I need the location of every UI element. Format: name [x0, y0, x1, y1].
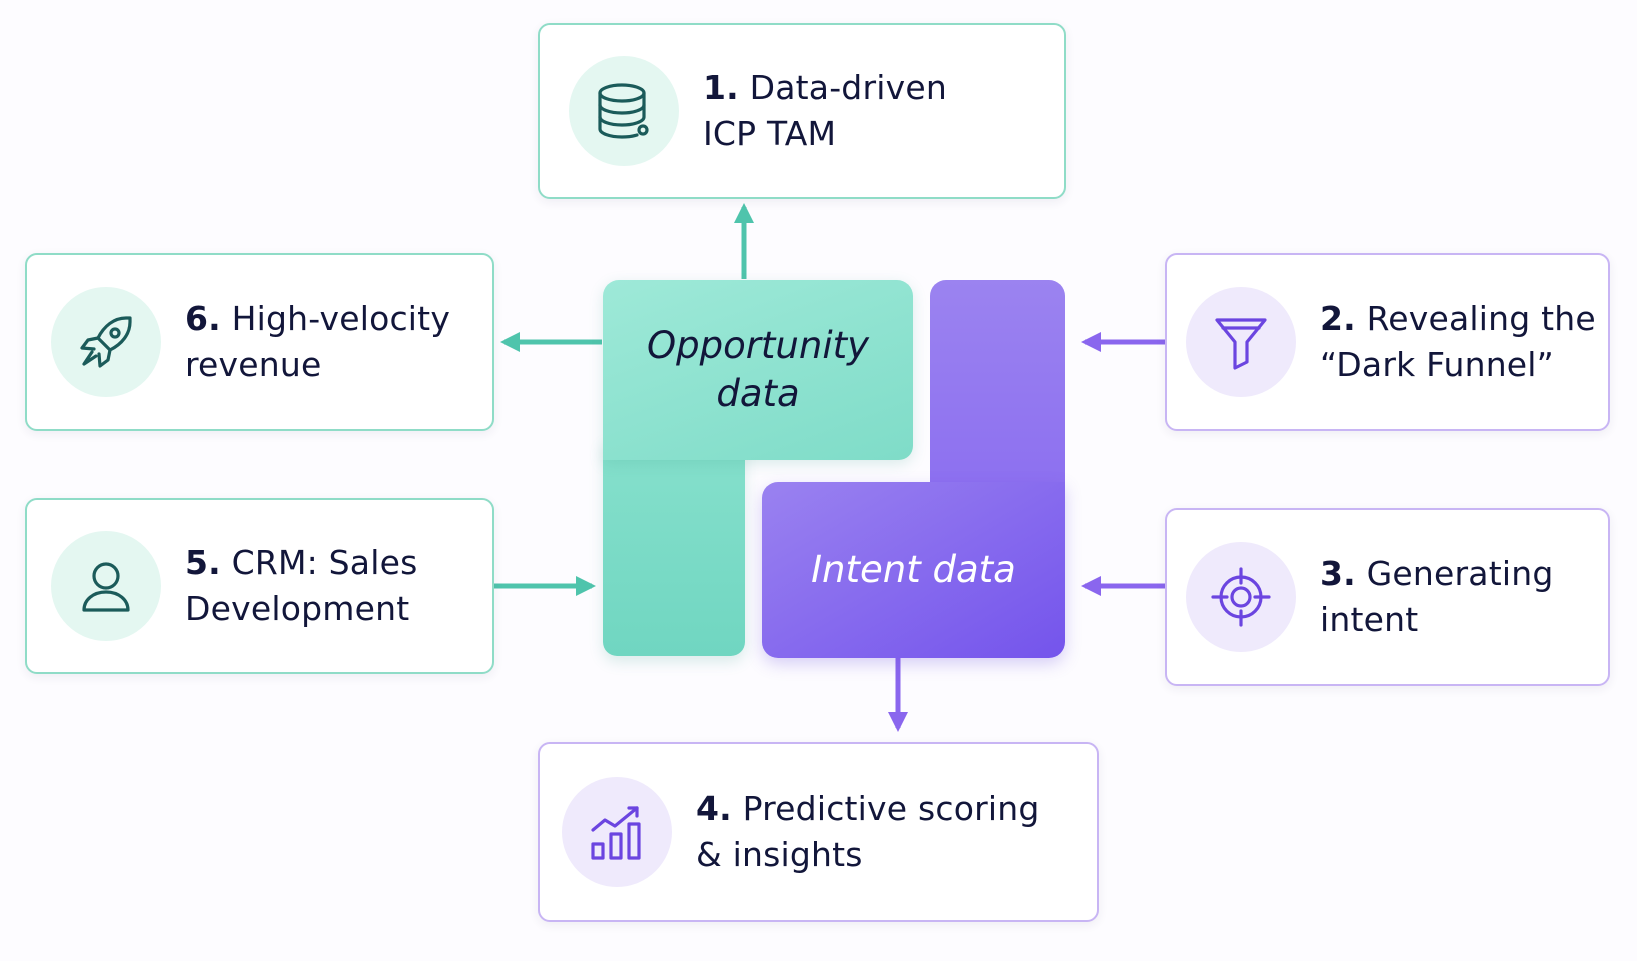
card-2-line2: “Dark Funnel”: [1320, 345, 1554, 384]
card-5-line2: Development: [185, 589, 410, 628]
card-6-text: 6. High-velocity revenue: [185, 296, 450, 388]
card-revealing-dark-funnel: 2. Revealing the “Dark Funnel”: [1165, 253, 1610, 431]
database-icon: [598, 83, 649, 139]
card-2-line1: Revealing the: [1366, 299, 1596, 338]
intent-data-label: Intent data: [811, 548, 1016, 591]
card-4-line2: & insights: [696, 835, 863, 874]
funnel-icon-circle: [1186, 287, 1296, 397]
opportunity-data-shape-stem: [603, 440, 745, 656]
opportunity-data-label: Opportunity data: [646, 324, 870, 415]
card-5-text: 5. CRM: Sales Development: [185, 540, 418, 632]
opportunity-data-block: Opportunity data: [603, 280, 913, 460]
card-1-line1: Data-driven: [749, 68, 947, 107]
database-icon-circle: [569, 56, 679, 166]
card-predictive-scoring-insights: 4. Predictive scoring & insights: [538, 742, 1099, 922]
card-2-number: 2.: [1320, 299, 1356, 338]
card-generating-intent: 3. Generating intent: [1165, 508, 1610, 686]
card-5-line1: CRM: Sales: [231, 543, 418, 582]
intent-data-block: Intent data: [762, 482, 1065, 658]
card-1-text: 1. Data-driven ICP TAM: [703, 65, 947, 157]
card-1-line2: ICP TAM: [703, 114, 837, 153]
user-icon: [82, 562, 130, 612]
bar-chart-growth-icon: [591, 806, 641, 860]
target-icon-circle: [1186, 542, 1296, 652]
card-5-number: 5.: [185, 543, 221, 582]
card-3-text: 3. Generating intent: [1320, 551, 1553, 643]
bar-chart-growth-icon-circle: [562, 777, 672, 887]
intent-data-shape-top: [930, 280, 1065, 500]
card-2-text: 2. Revealing the “Dark Funnel”: [1320, 296, 1596, 388]
card-4-number: 4.: [696, 789, 732, 828]
card-4-line1: Predictive scoring: [742, 789, 1040, 828]
rocket-icon-circle: [51, 287, 161, 397]
card-high-velocity-revenue: 6. High-velocity revenue: [25, 253, 494, 431]
card-6-number: 6.: [185, 299, 221, 338]
rocket-icon: [80, 316, 132, 368]
funnel-icon: [1215, 318, 1267, 370]
card-crm-sales-development: 5. CRM: Sales Development: [25, 498, 494, 674]
card-data-driven-icp-tam: 1. Data-driven ICP TAM: [538, 23, 1066, 199]
target-icon: [1211, 567, 1271, 627]
card-4-text: 4. Predictive scoring & insights: [696, 786, 1040, 878]
card-6-line1: High-velocity: [231, 299, 451, 338]
card-3-number: 3.: [1320, 554, 1356, 593]
card-1-number: 1.: [703, 68, 739, 107]
card-3-line1: Generating: [1366, 554, 1554, 593]
card-3-line2: intent: [1320, 600, 1419, 639]
card-6-line2: revenue: [185, 345, 322, 384]
user-icon-circle: [51, 531, 161, 641]
